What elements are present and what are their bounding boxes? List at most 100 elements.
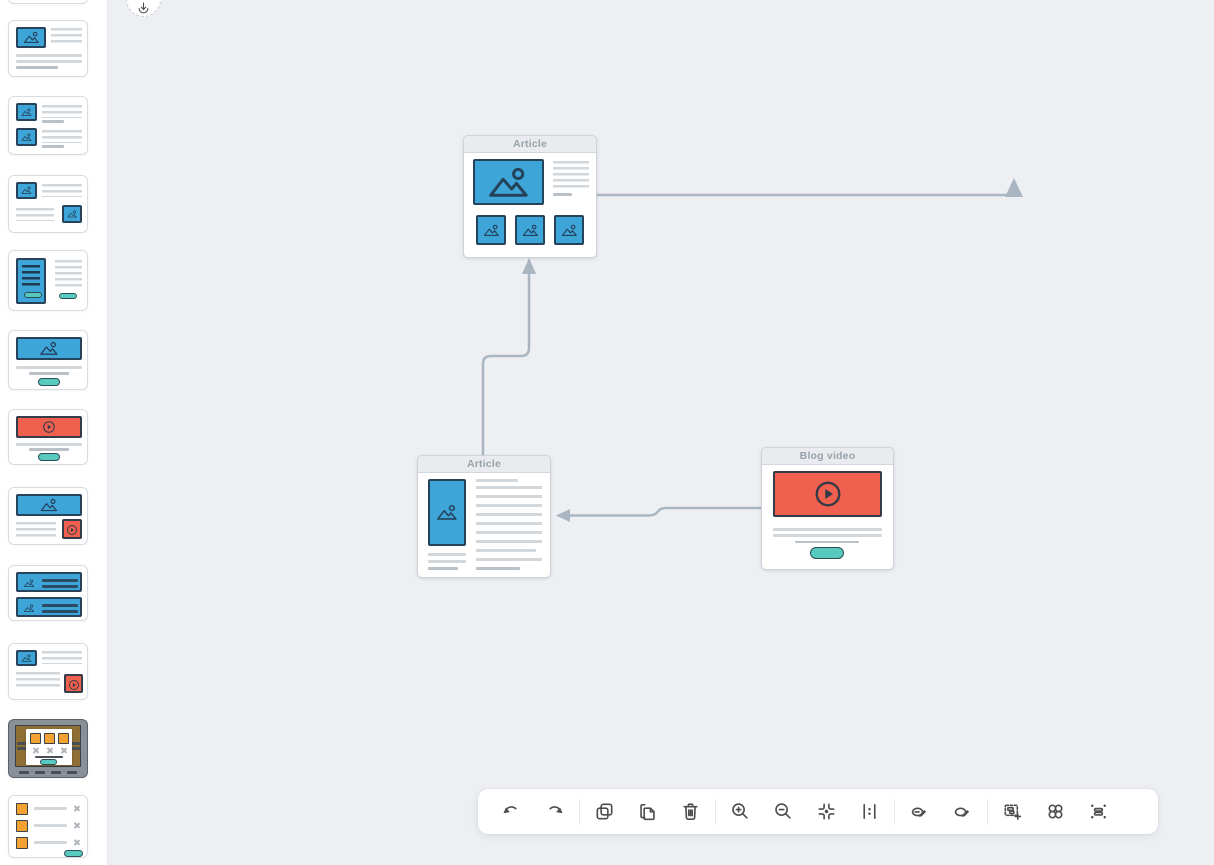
image-placeholder-icon: [16, 182, 37, 199]
image-placeholder-icon: [473, 159, 544, 205]
paste-style-icon: [954, 807, 970, 818]
redo-icon: [549, 806, 563, 814]
node-article-bottom[interactable]: Article: [417, 455, 551, 578]
placeholder-lines: [553, 161, 589, 188]
toolbar-separator: [715, 798, 716, 825]
play-icon: [42, 420, 56, 434]
toolbar-separator: [987, 798, 988, 825]
copy-style-button[interactable]: [898, 789, 941, 834]
zoom-to-fit-icon: [818, 803, 835, 820]
placeholder-line: [42, 604, 78, 607]
placeholder-line: [16, 60, 82, 63]
video-placeholder-icon: [16, 416, 82, 438]
placeholder-line: [72, 742, 81, 745]
canvas-handle-button[interactable]: [126, 0, 161, 17]
node-body: [762, 465, 893, 569]
template-thumbnail-video-button[interactable]: [8, 409, 88, 465]
button-placeholder: [24, 292, 42, 298]
template-thumbnail-two-columns[interactable]: [8, 250, 88, 311]
placeholder-line: [16, 443, 82, 446]
template-thumbnail-partial[interactable]: [8, 0, 88, 4]
placeholder-line: [773, 528, 882, 531]
node-header[interactable]: Article: [464, 136, 596, 153]
placeholder-line: [476, 479, 518, 482]
placeholder-line: [34, 841, 67, 844]
template-thumbnail-banner-video[interactable]: [8, 487, 88, 545]
thumb-placeholder: [30, 733, 41, 744]
node-label: Blog video: [799, 450, 856, 462]
arrowhead-up-right: [1005, 178, 1023, 197]
placeholder-line: [42, 120, 64, 123]
zoom-in-button[interactable]: [719, 789, 762, 834]
item-placeholder: [16, 820, 28, 832]
placeholder-line: [35, 756, 63, 758]
node-blog-video[interactable]: Blog video: [761, 447, 894, 570]
placeholder-line: [42, 579, 78, 582]
placeholder-line: [476, 558, 542, 561]
toolbar-separator: [579, 798, 580, 825]
template-thumbnail-article-alt[interactable]: [8, 175, 88, 233]
image-placeholder-icon: [554, 215, 584, 245]
placeholder-line: [553, 193, 572, 196]
placeholder-line: [17, 742, 26, 745]
template-thumbnail-two-banners[interactable]: [8, 565, 88, 621]
thumb-placeholder: [58, 733, 69, 744]
add-to-selection-button[interactable]: [991, 789, 1034, 834]
placeholder-lines: [55, 260, 82, 287]
add-to-selection-icon: [1004, 804, 1022, 820]
image-placeholder-icon: [16, 337, 82, 360]
node-article-top[interactable]: Article: [463, 135, 597, 258]
duplicate-icon: [596, 803, 613, 820]
placeholder-line: [16, 54, 82, 57]
placeholder-lines: [16, 672, 60, 688]
placeholder-line: [16, 366, 82, 369]
template-thumbnail-banner-button[interactable]: [8, 330, 88, 390]
placeholder-lines: [42, 184, 82, 197]
arrowhead-up: [522, 258, 536, 274]
actual-size-button[interactable]: [848, 789, 891, 834]
paste-style-button[interactable]: [941, 789, 984, 834]
auto-align-icon: [1091, 804, 1106, 819]
template-thumbnail-checklist[interactable]: [8, 795, 88, 858]
undo-button[interactable]: [490, 789, 533, 834]
template-thumbnail-article-hero[interactable]: [8, 20, 88, 77]
connector-blogvideo-to-article-bottom[interactable]: [568, 506, 763, 517]
trash-icon: [683, 803, 698, 820]
paste-button[interactable]: [626, 789, 669, 834]
template-thumbnail-lightbox[interactable]: [8, 719, 88, 778]
arrowhead-left: [556, 509, 570, 522]
zoom-in-icon: [732, 803, 748, 819]
paste-icon: [640, 803, 655, 821]
placeholder-line: [773, 534, 882, 537]
placeholder-line: [42, 145, 64, 148]
zoom-out-button[interactable]: [762, 789, 805, 834]
node-header[interactable]: Blog video: [762, 448, 893, 465]
template-thumbnail-article-list[interactable]: [8, 96, 88, 155]
template-thumbnail-article-video[interactable]: [8, 643, 88, 700]
node-header[interactable]: Article: [418, 456, 550, 473]
image-placeholder-icon: [16, 494, 82, 516]
banner-placeholder: [16, 572, 82, 592]
canvas-toolbar: [478, 789, 1158, 834]
node-label: Article: [466, 458, 502, 470]
video-placeholder-icon: [64, 674, 83, 693]
item-placeholder: [16, 837, 28, 849]
zoom-to-fit-button[interactable]: [805, 789, 848, 834]
image-placeholder-icon: [515, 215, 545, 245]
redo-button[interactable]: [533, 789, 576, 834]
button-placeholder: [64, 850, 83, 857]
delete-button[interactable]: [669, 789, 712, 834]
close-icon: [73, 822, 80, 829]
play-icon: [66, 523, 78, 535]
auto-align-button[interactable]: [1077, 789, 1120, 834]
node-label: Article: [512, 138, 548, 150]
group-button[interactable]: [1034, 789, 1077, 834]
connector-article-bottom-to-article-top[interactable]: [481, 271, 531, 457]
placeholder-lines: [42, 130, 82, 143]
image-placeholder-icon: [16, 27, 46, 48]
duplicate-button[interactable]: [583, 789, 626, 834]
placeholder-line: [42, 610, 78, 613]
image-placeholder-icon: [22, 578, 36, 589]
